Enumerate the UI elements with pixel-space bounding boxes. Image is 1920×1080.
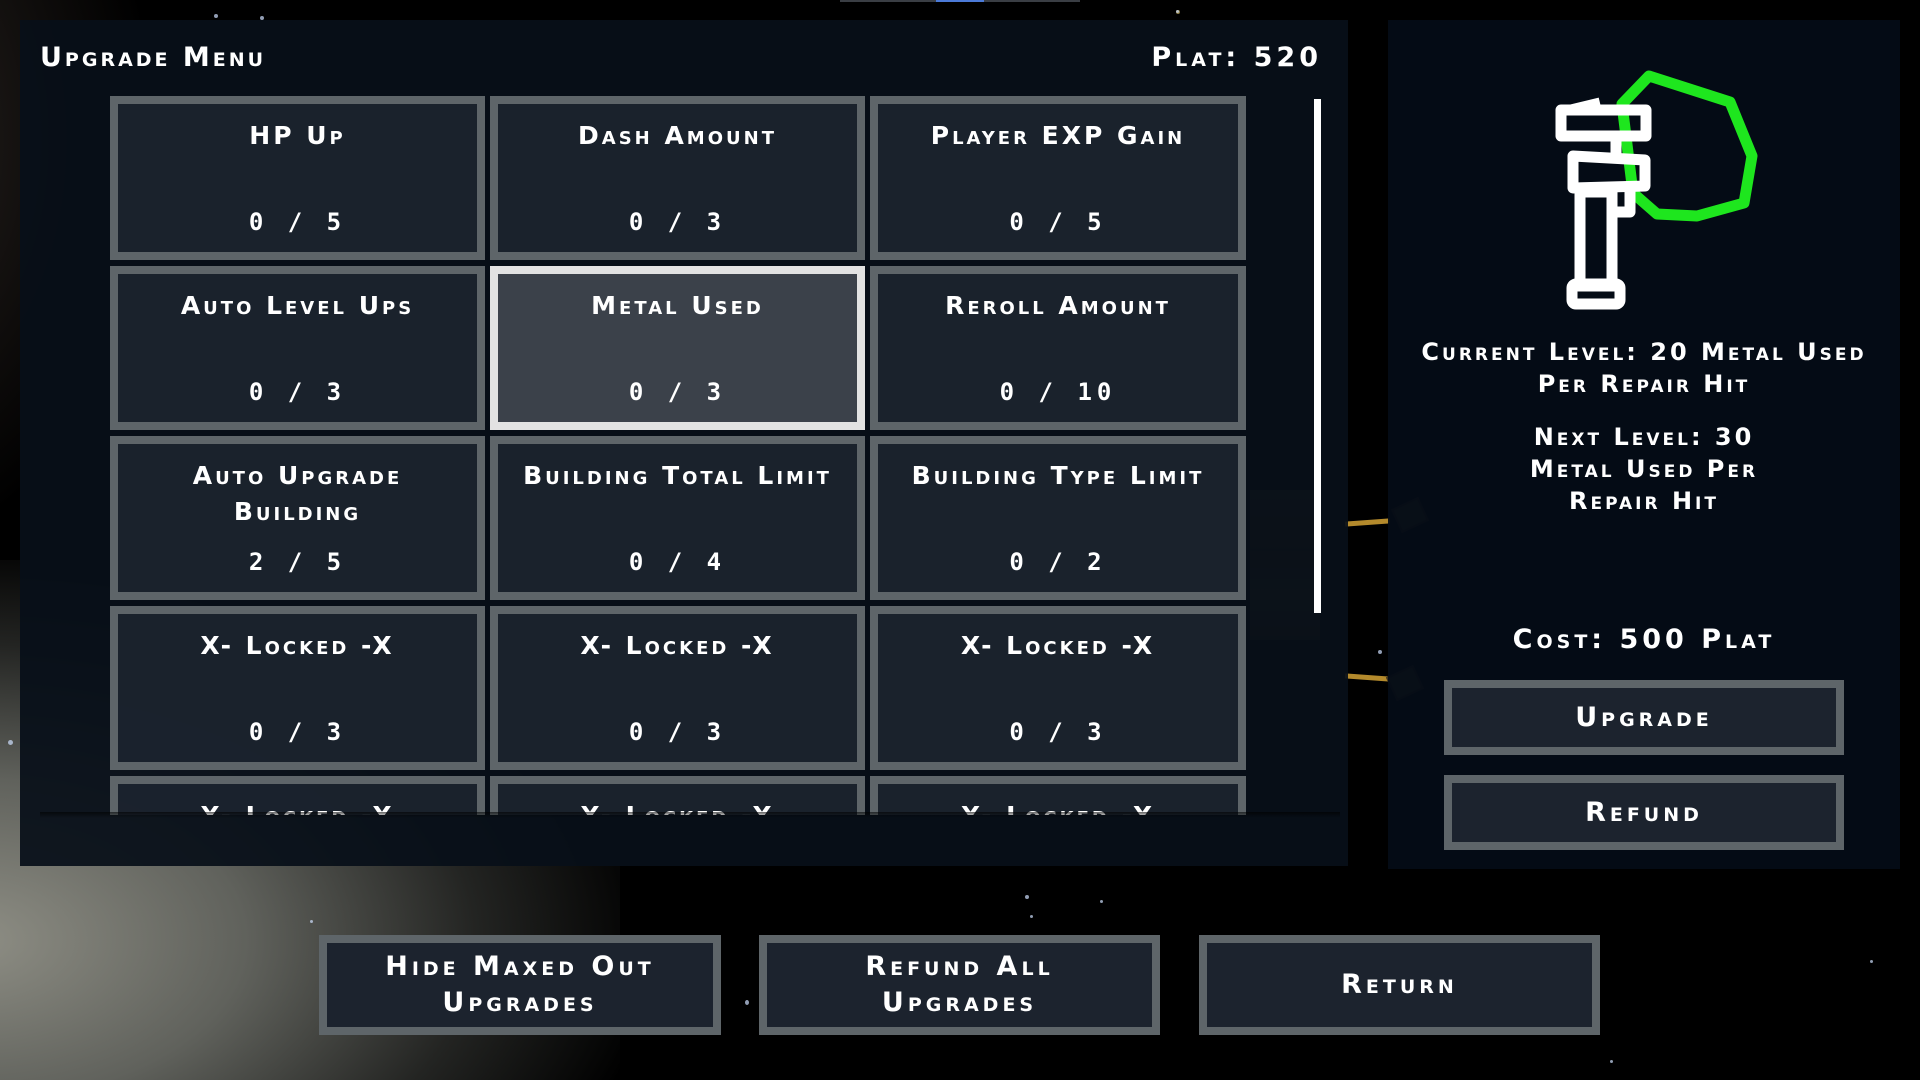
star [214, 14, 218, 18]
upgrade-name: X- Locked -X [878, 798, 1238, 815]
star [1378, 650, 1382, 654]
star [310, 920, 313, 923]
upgrade-level: 0 / 5 [1009, 208, 1107, 236]
upgrade-name: Building Total Limit [523, 461, 832, 490]
upgrade-list-viewport[interactable]: HP Up 0 / 5 Dash Amount 0 / 3 Player EXP Gai… [110, 96, 1250, 815]
upgrade-tile[interactable]: X- Locked -X [110, 776, 485, 815]
upgrade-tile[interactable]: Building Type Limit 0 / 2 [870, 436, 1246, 600]
upgrade-name: X- Locked -X [200, 631, 395, 660]
refund-all-label: Refund All Upgrades [865, 951, 1054, 1018]
upgrade-tile[interactable]: X- Locked -X 0 / 3 [870, 606, 1246, 770]
star [1030, 915, 1033, 918]
upgrade-name: Player EXP Gain [930, 121, 1186, 150]
station-arm [1344, 518, 1391, 527]
star [8, 740, 13, 745]
refund-button-label: Refund [1585, 796, 1703, 828]
upgrade-level: 0 / 5 [248, 208, 347, 236]
top-progress-segment [936, 0, 984, 2]
upgrade-tile[interactable]: X- Locked -X [870, 776, 1246, 815]
upgrade-button-label: Upgrade [1575, 701, 1713, 733]
hide-maxed-upgrades-button[interactable]: Hide Maxed Out Upgrades [319, 935, 721, 1035]
upgrade-name: Building Type Limit [911, 461, 1205, 490]
upgrade-tile[interactable]: Player EXP Gain 0 / 5 [870, 96, 1246, 260]
upgrade-tile[interactable]: Reroll Amount 0 / 10 [870, 266, 1246, 430]
upgrade-name: HP Up [249, 121, 346, 150]
return-button[interactable]: Return [1199, 935, 1600, 1035]
repair-hammer-icon [1540, 68, 1770, 318]
viewport-edge-shadow [40, 812, 1340, 818]
upgrade-level: 0 / 2 [1009, 548, 1107, 576]
current-level-text: Current Level: 20 Metal Used Per Repair … [1421, 338, 1867, 398]
hide-maxed-label: Hide Maxed Out Upgrades [385, 951, 655, 1018]
upgrade-button[interactable]: Upgrade [1444, 680, 1844, 755]
upgrade-level: 0 / 4 [628, 548, 727, 576]
upgrade-level: 0 / 3 [1009, 718, 1107, 746]
star [1025, 895, 1029, 899]
upgrade-name: Dash Amount [578, 121, 777, 150]
star [1176, 10, 1179, 13]
upgrade-level: 0 / 3 [248, 378, 347, 406]
star [1100, 900, 1103, 903]
upgrade-tile[interactable]: Building Total Limit 0 / 4 [490, 436, 865, 600]
upgrade-grid: HP Up 0 / 5 Dash Amount 0 / 3 Player EXP Gai… [110, 96, 1246, 815]
upgrade-name: X- Locked -X [498, 798, 857, 815]
return-label: Return [1341, 969, 1458, 1000]
upgrade-cost: Cost: 500 Plat [1512, 624, 1776, 655]
upgrade-tile[interactable]: HP Up 0 / 5 [110, 96, 485, 260]
upgrade-tile[interactable]: Auto Upgrade Building 2 / 5 [110, 436, 485, 600]
plat-balance: Plat: 520 [1151, 42, 1322, 73]
upgrade-tile[interactable]: Auto Level Ups 0 / 3 [110, 266, 485, 430]
menu-title: Upgrade Menu [40, 42, 267, 73]
upgrade-name: X- Locked -X [118, 798, 477, 815]
upgrade-list-scrollbar[interactable] [1314, 99, 1321, 613]
upgrade-name: Auto Level Ups [180, 291, 415, 320]
upgrade-level: 0 / 3 [248, 718, 347, 746]
upgrade-level: 0 / 3 [628, 378, 727, 406]
star [260, 16, 264, 20]
star [1610, 1060, 1613, 1063]
next-level-text: Next Level: 30 Metal Used Per Repair Hit [1529, 423, 1759, 515]
refund-all-upgrades-button[interactable]: Refund All Upgrades [759, 935, 1160, 1035]
refund-button[interactable]: Refund [1444, 775, 1844, 850]
upgrade-name: X- Locked -X [580, 631, 775, 660]
upgrade-tile[interactable]: Metal Used 0 / 3 [490, 266, 865, 430]
station-arm [1344, 673, 1391, 682]
upgrade-level: 0 / 3 [628, 208, 727, 236]
upgrade-name: Auto Upgrade Building [192, 461, 403, 526]
upgrade-tile[interactable]: X- Locked -X [490, 776, 865, 815]
upgrade-name: Reroll Amount [945, 291, 1171, 320]
upgrade-tile[interactable]: X- Locked -X 0 / 3 [110, 606, 485, 770]
upgrade-level: 0 / 3 [628, 718, 727, 746]
upgrade-tile[interactable]: Dash Amount 0 / 3 [490, 96, 865, 260]
star [745, 1000, 749, 1005]
upgrade-tile[interactable]: X- Locked -X 0 / 3 [490, 606, 865, 770]
star [1870, 960, 1873, 963]
upgrade-name: X- Locked -X [960, 631, 1156, 660]
upgrade-level: 0 / 10 [999, 378, 1117, 406]
upgrade-level: 2 / 5 [248, 548, 347, 576]
upgrade-name: Metal Used [591, 291, 764, 320]
